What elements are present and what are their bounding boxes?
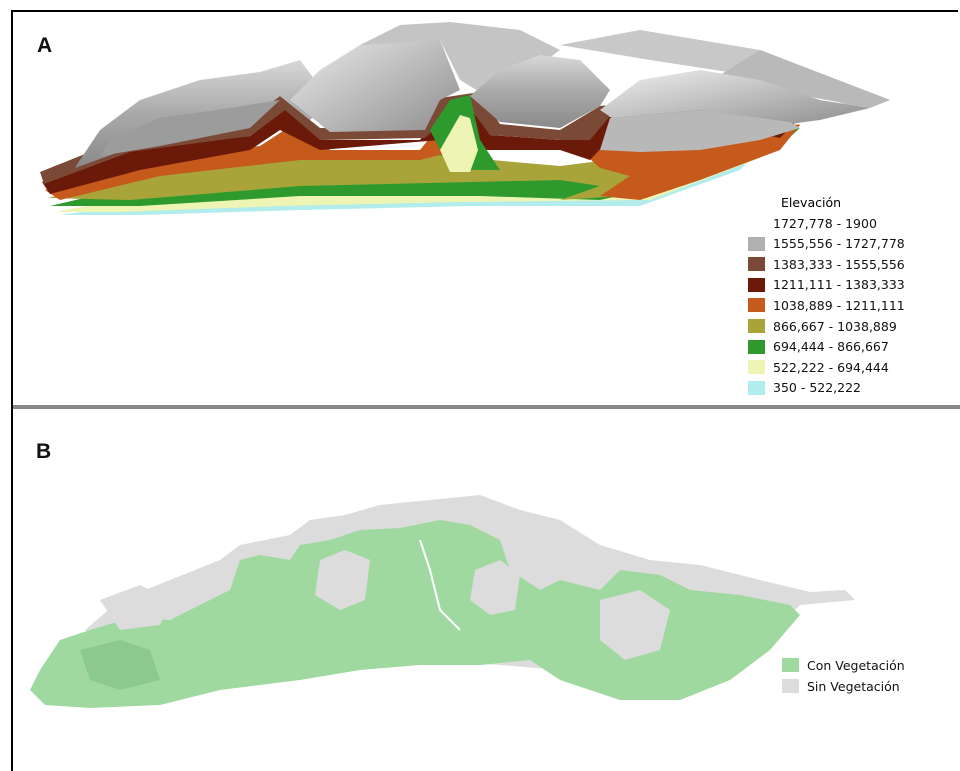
elevation-legend-item: 522,222 - 694,444 [748,358,889,376]
legend-label: 350 - 522,222 [773,380,862,396]
terrain-band-olive [48,124,800,200]
legend-label: 1555,556 - 1727,778 [773,236,905,252]
elevation-legend-item: 1038,889 - 1211,111 [748,296,905,314]
terrain-ridge-right [600,70,870,124]
legend-swatch [748,319,765,333]
legend-label: 522,222 - 694,444 [773,359,889,375]
legend-swatch [748,216,765,230]
legend-label: 1727,778 - 1900 [773,215,877,231]
terrain-band-orange [45,120,460,200]
elevation-legend-item: 694,444 - 866,667 [748,338,889,356]
elevation-legend-item: 1383,333 - 1555,556 [748,255,905,273]
legend-swatch [748,236,765,251]
legend-label: Sin Vegetación [807,678,900,694]
terrain-ridge-right-low [600,110,800,152]
legend-swatch [748,257,765,272]
panel-b-label: B [36,440,52,463]
legend-swatch [782,658,799,672]
panel-divider [13,405,960,409]
elevation-legend-item: 350 - 522,222 [748,379,861,397]
panel-a-label: A [37,34,53,57]
elevation-legend-item: 1727,778 - 1900 [748,214,877,232]
terrain-back-slope-dark [720,50,890,108]
terrain-ridge-center-left [290,30,460,132]
terrain-ridge-left-face [100,100,280,156]
elevation-legend-item: 1555,556 - 1727,778 [748,235,905,253]
elevation-terrain-map [40,22,890,215]
terrain-valley-light [440,115,478,172]
elevation-legend-item: 866,667 - 1038,889 [748,317,897,335]
legend-label: 1211,111 - 1383,333 [773,277,905,293]
legend-swatch [748,380,765,395]
elevation-legend-title: Elevación [781,195,842,210]
legend-swatch [782,679,799,693]
figure-frame [11,10,958,771]
legend-label: 1038,889 - 1211,111 [773,297,905,313]
legend-label: 694,444 - 866,667 [773,339,889,355]
legend-label: 866,667 - 1038,889 [773,318,897,334]
terrain-ridge-center-right [470,55,610,128]
legend-swatch [748,339,765,354]
legend-swatch [748,277,765,292]
legend-swatch [748,298,765,313]
legend-label: Con Vegetación [807,657,905,673]
elevation-legend-item: 1211,111 - 1383,333 [748,276,905,294]
legend-label: 1383,333 - 1555,556 [773,256,905,272]
vegetation-legend-item: Sin Vegetación [782,677,900,695]
vegetation-legend-item: Con Vegetación [782,656,905,674]
legend-swatch [748,360,765,375]
